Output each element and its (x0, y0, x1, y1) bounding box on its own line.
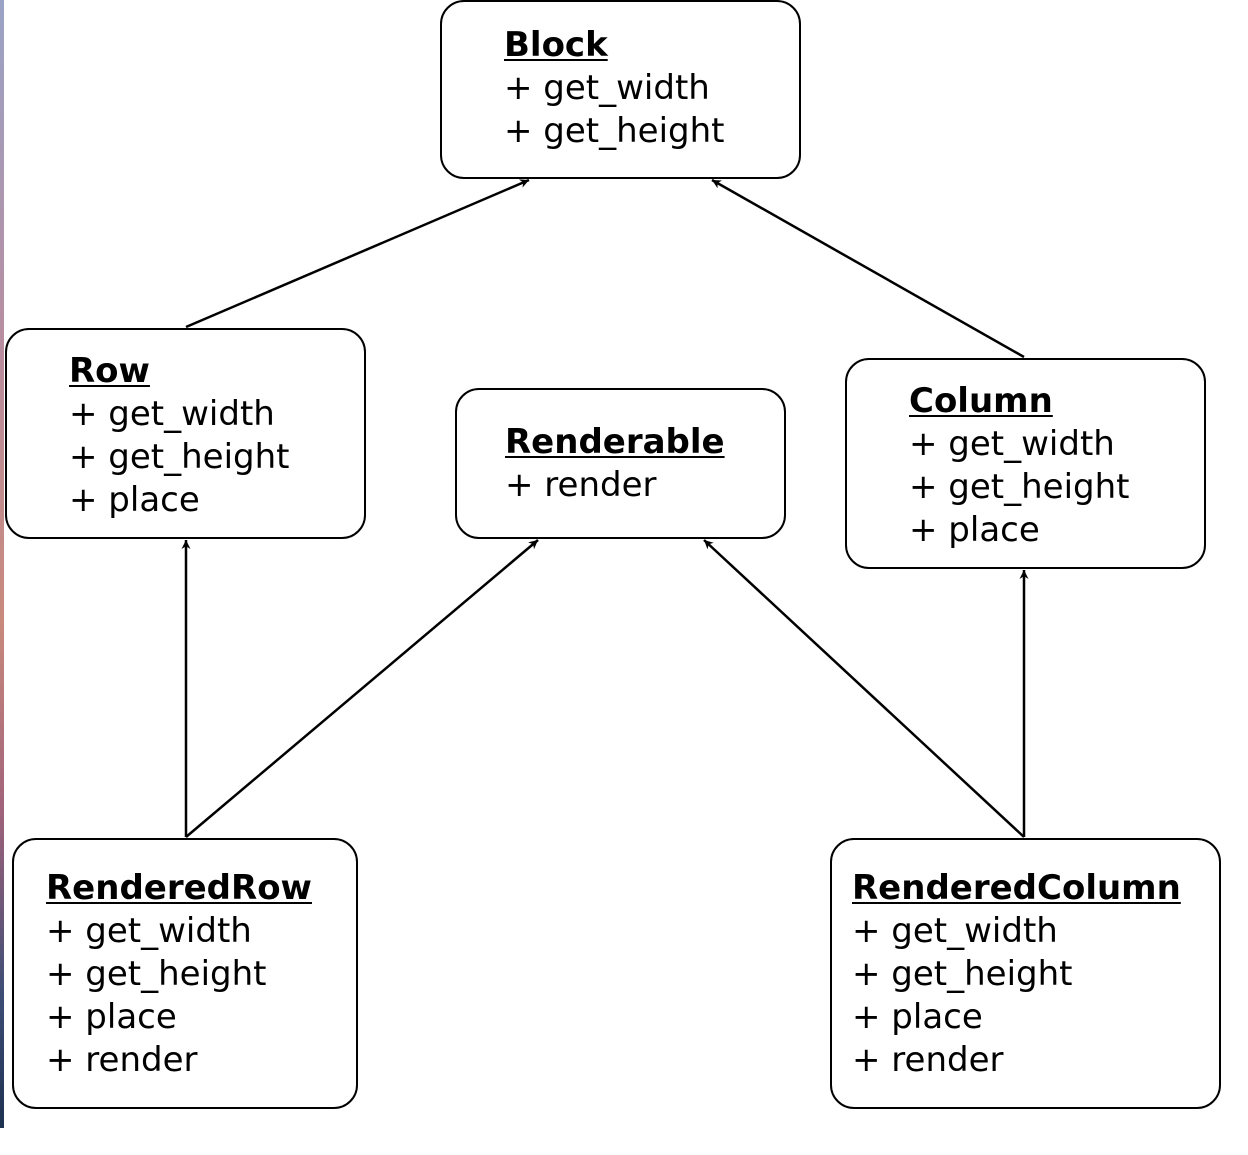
class-member: + place (909, 510, 1040, 550)
arrow-column-to-block (711, 178, 1025, 359)
class-row: Row + get_width + get_height + place (5, 328, 366, 539)
class-member: + render (852, 1040, 1004, 1080)
class-name: Row (69, 351, 150, 391)
class-member: + render (505, 465, 657, 505)
class-name: Renderable (505, 422, 725, 462)
class-renderable: Renderable + render (455, 388, 786, 539)
class-column: Column + get_width + get_height + place (845, 358, 1206, 569)
class-name: RenderedColumn (852, 868, 1181, 908)
class-member: + get_width (69, 394, 275, 434)
class-block: Block + get_width + get_height (440, 0, 801, 179)
class-name: RenderedRow (46, 868, 312, 908)
class-member: + place (69, 480, 200, 520)
class-member: + place (852, 997, 983, 1037)
class-member: + get_width (46, 911, 252, 951)
arrow-renderedrow-to-renderable (185, 539, 539, 838)
class-member: + get_height (852, 954, 1073, 994)
class-member: + get_width (504, 68, 710, 108)
class-member: + get_height (909, 467, 1130, 507)
class-renderedrow: RenderedRow + get_width + get_height + p… (12, 838, 358, 1109)
class-member: + get_width (909, 424, 1115, 464)
class-member: + get_height (46, 954, 267, 994)
class-member: + get_width (852, 911, 1058, 951)
arrow-row-to-block (185, 178, 530, 329)
left-edge-strip (0, 0, 4, 1128)
class-member: + render (46, 1040, 198, 1080)
class-member: + get_height (69, 437, 290, 477)
arrow-renderedcolumn-to-renderable (703, 539, 1025, 838)
class-member: + place (46, 997, 177, 1037)
class-name: Column (909, 381, 1053, 421)
class-renderedcolumn: RenderedColumn + get_width + get_height … (830, 838, 1221, 1109)
class-member: + get_height (504, 111, 725, 151)
class-name: Block (504, 25, 608, 65)
